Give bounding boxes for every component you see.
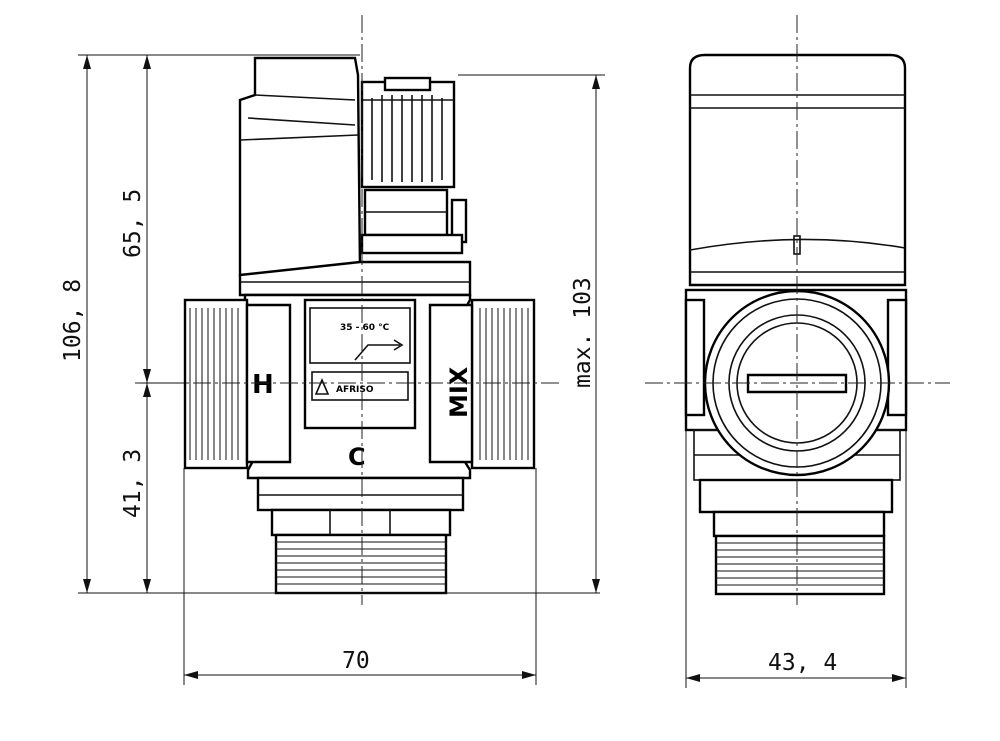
plate-brand: AFRISO: [336, 385, 374, 395]
right-port-thread: [470, 298, 536, 470]
lower-nut: [256, 476, 465, 512]
dim-width-side: 43, 4: [768, 650, 837, 676]
nameplate: [303, 298, 417, 430]
front-view: 35 - 60 °C AFRISO H C MIX: [135, 15, 560, 605]
dim-width-front: 70: [342, 648, 370, 674]
dimension-lines: [78, 54, 907, 688]
side-bottom-thread: [714, 534, 886, 596]
port-label-cold: C: [348, 443, 366, 471]
port-label-mix: MIX: [445, 366, 473, 418]
plate-range: 35 - 60 °C: [340, 323, 390, 333]
side-view: [645, 15, 950, 605]
left-port-thread: [183, 298, 249, 470]
dim-upper-height: 65, 5: [120, 189, 146, 258]
dim-lower-height: 41, 3: [120, 449, 146, 518]
adjustment-knob: [360, 80, 456, 189]
actuator-housing: [238, 56, 362, 277]
dim-max-height: max. 103: [570, 277, 596, 388]
dimension-labels: 106, 8 65, 5 41, 3 max. 103 70 43, 4: [60, 189, 837, 676]
port-label-hot: H: [252, 370, 274, 400]
dim-overall-height: 106, 8: [60, 279, 86, 362]
